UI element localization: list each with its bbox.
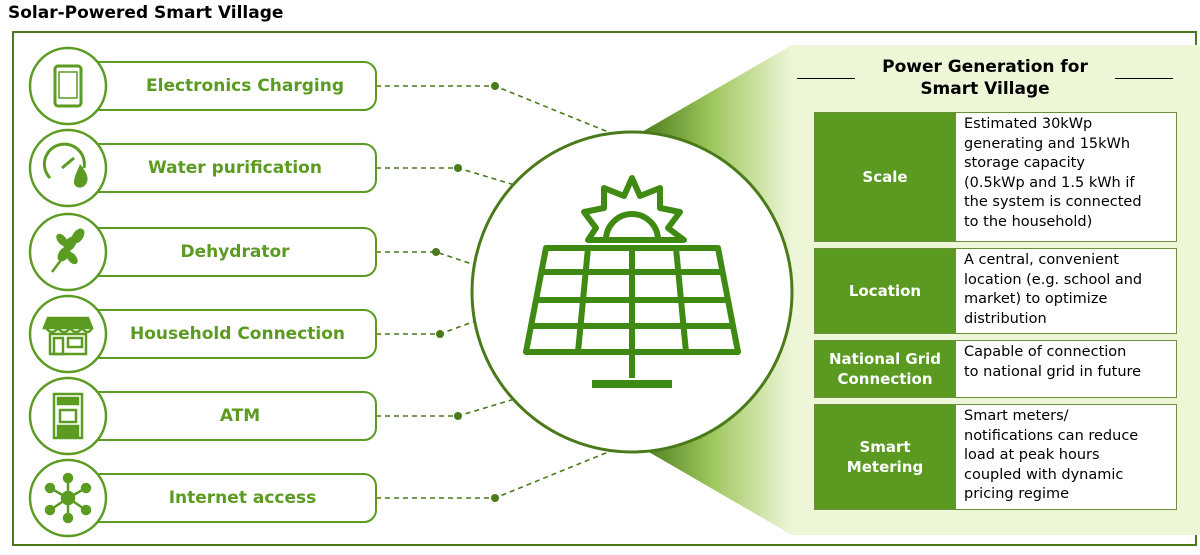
title-rule-left	[797, 78, 855, 79]
spec-key: Location	[815, 249, 955, 333]
spec-key: Scale	[815, 113, 955, 241]
connector-4	[376, 319, 479, 335]
network-icon	[44, 472, 92, 524]
spec-value: A central, convenient location (e.g. sch…	[955, 249, 1176, 333]
title-rule-right	[1115, 78, 1173, 79]
shop-icon	[42, 316, 94, 356]
service-label-household-connection: Household Connection	[129, 324, 346, 344]
atm-icon	[52, 392, 84, 440]
spec-row-national-grid: National Grid Connection Capable of conn…	[814, 340, 1177, 398]
service-label-atm: ATM	[219, 406, 261, 426]
connector-1	[376, 85, 629, 141]
spec-key: National Grid Connection	[815, 341, 955, 397]
generation-title-line2: Smart Village	[920, 79, 1050, 99]
generation-title: Power Generation for Smart Village	[797, 56, 1173, 100]
spec-row-smart-metering: Smart Metering Smart meters/ notificatio…	[814, 404, 1177, 510]
spec-row-scale: Scale Estimated 30kWp generating and 15k…	[814, 112, 1177, 242]
tablet-icon	[53, 64, 83, 108]
service-label-internet-access: Internet access	[168, 488, 317, 508]
connector-6	[376, 443, 629, 499]
spec-value: Estimated 30kWp generating and 15kWh sto…	[955, 113, 1176, 241]
service-label-dehydrator: Dehydrator	[180, 242, 290, 262]
wheat-icon	[51, 228, 85, 273]
connector-5	[376, 397, 519, 417]
spec-key: Smart Metering	[815, 405, 955, 509]
service-label-water-purification: Water purification	[148, 158, 322, 178]
spec-value: Smart meters/ notifications can reduce l…	[955, 405, 1176, 509]
connector-2	[376, 167, 519, 187]
generation-title-line1: Power Generation for	[882, 57, 1088, 77]
water-gauge-icon	[42, 142, 88, 188]
spec-value: Capable of connection to national grid i…	[955, 341, 1176, 397]
solar-panel-icon	[523, 175, 741, 388]
service-label-electronics-charging: Electronics Charging	[146, 76, 344, 96]
generation-spec-table: Scale Estimated 30kWp generating and 15k…	[814, 112, 1177, 516]
spec-row-location: Location A central, convenient location …	[814, 248, 1177, 334]
connector-3	[376, 251, 479, 267]
page-title: Solar-Powered Smart Village	[8, 3, 284, 23]
